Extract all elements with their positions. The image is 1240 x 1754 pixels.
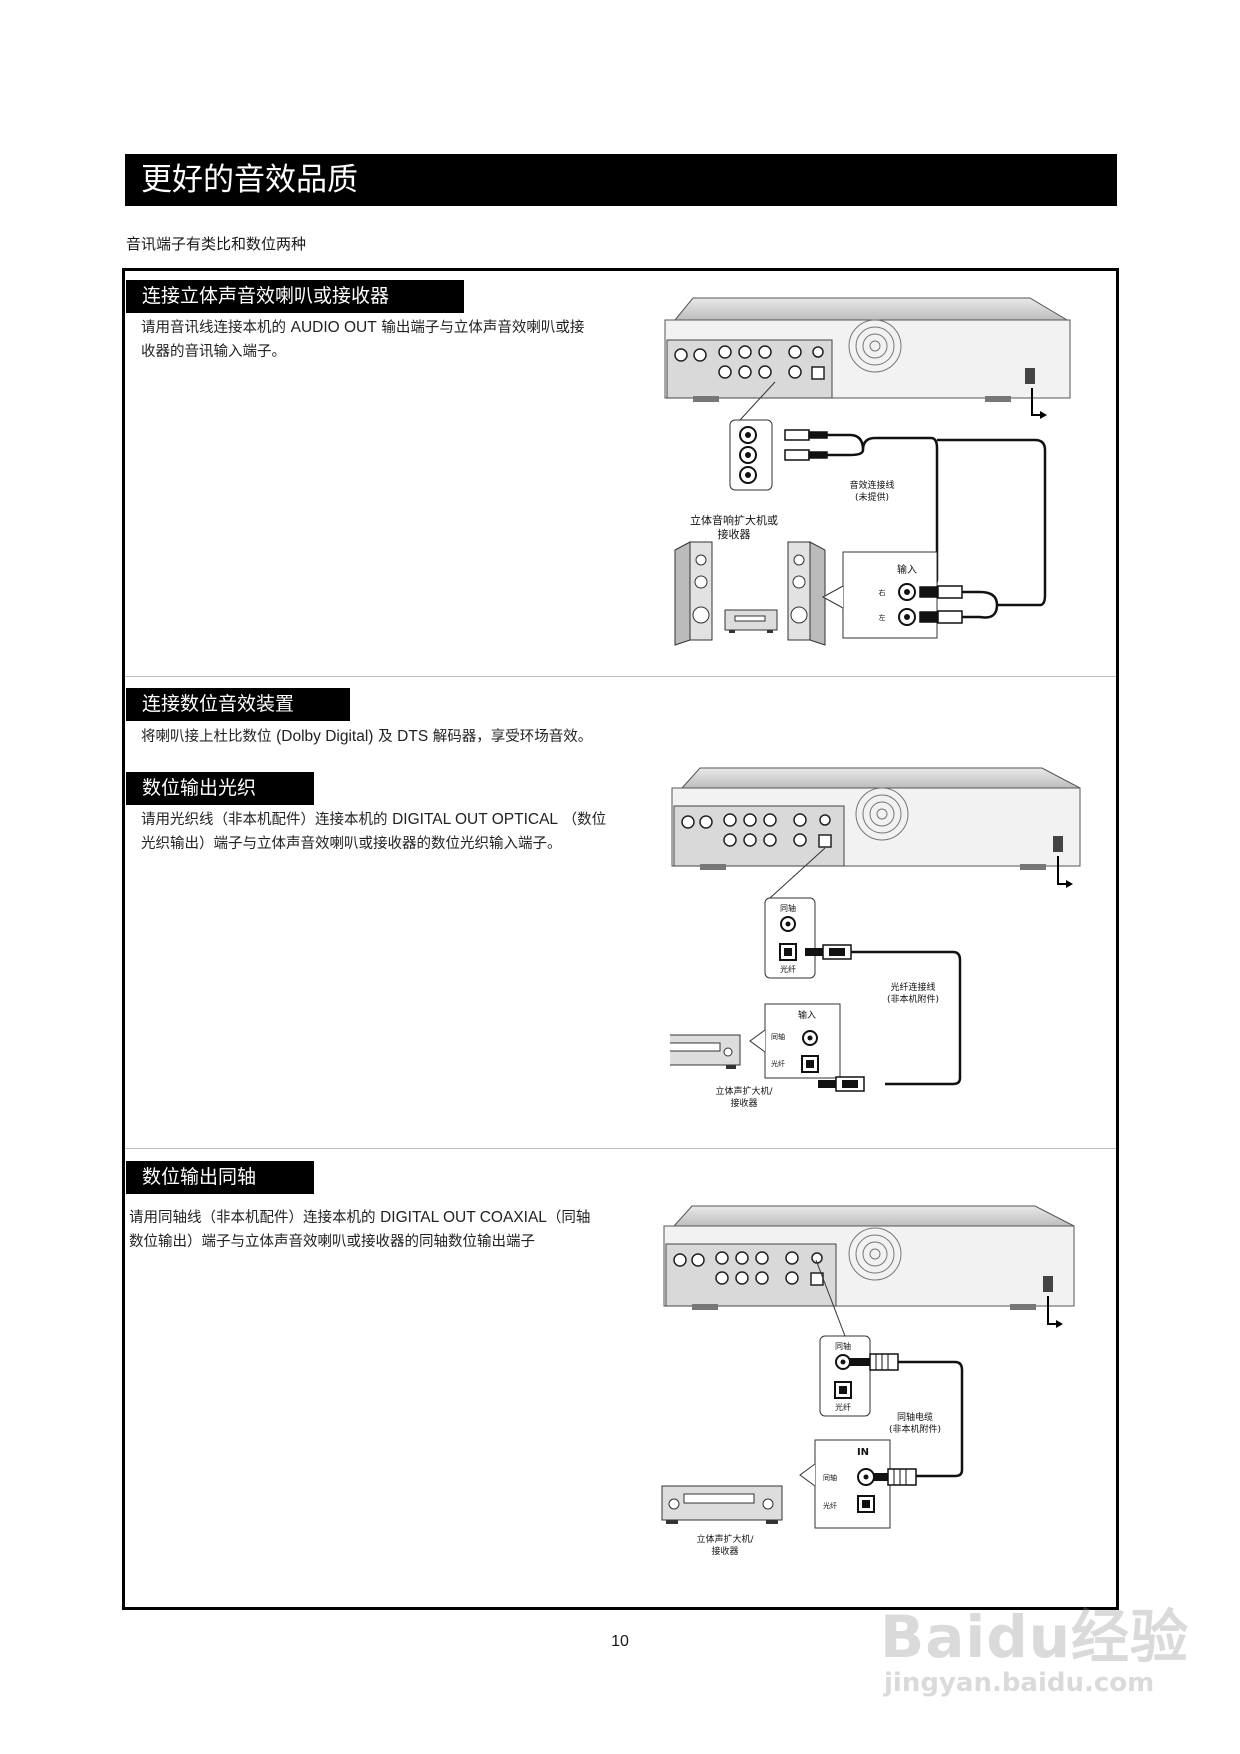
section-divider — [125, 676, 1116, 677]
svg-text:光纤: 光纤 — [771, 1059, 785, 1068]
svg-text:光纤: 光纤 — [823, 1501, 837, 1510]
coaxial-plug-icon — [874, 1468, 917, 1486]
intro-text: 音讯端子有类比和数位两种 — [126, 235, 307, 253]
coaxial-connection-diagram: 同轴 光纤 同轴电缆 (非本机附件) IN 同轴 光纤 立体声扩大机/ 接收器 — [661, 1205, 1075, 1557]
svg-text:输入: 输入 — [798, 1009, 816, 1021]
rca-plug-icon — [784, 429, 828, 461]
svg-text:同轴: 同轴 — [835, 1341, 851, 1351]
page-title: 更好的音效品质 — [125, 154, 1117, 206]
svg-text:输入: 输入 — [897, 563, 917, 576]
svg-text:(非本机附件): (非本机附件) — [887, 993, 939, 1005]
section-divider — [125, 1148, 1116, 1149]
optical-heading: 数位输出光织 — [126, 772, 314, 805]
optical-connection-diagram: 同轴 光纤 光纤连接线 (非本机附件) 输入 同轴 光纤 立体声扩大机/ 接收器 — [670, 767, 1081, 1109]
optical-plug-icon — [818, 1076, 865, 1092]
svg-text:同轴电缆: 同轴电缆 — [897, 1411, 933, 1423]
fan-grille-icon — [848, 319, 902, 373]
amplifier-icon — [670, 1034, 741, 1069]
coaxial-description: 请用同轴线（非本机配件）连接本机的 DIGITAL OUT COAXIAL（同轴… — [129, 1209, 591, 1250]
svg-text:音效连接线: 音效连接线 — [849, 479, 894, 491]
watermark-url: jingyan.baidu.com — [884, 1668, 1155, 1698]
coaxial-heading: 数位输出同轴 — [126, 1161, 314, 1194]
svg-text:立体声扩大机/: 立体声扩大机/ — [715, 1085, 773, 1097]
svg-text:立体声扩大机/: 立体声扩大机/ — [696, 1533, 754, 1545]
svg-text:接收器: 接收器 — [711, 1545, 738, 1557]
analog-description: 请用音讯线连接本机的 AUDIO OUT 输出端子与立体声音效喇叭或接 收器的音… — [141, 319, 585, 360]
dvd-player-rear-icon — [671, 767, 1081, 888]
svg-text:右: 右 — [879, 588, 886, 597]
fan-grille-icon — [848, 1227, 902, 1281]
fan-grille-icon — [855, 787, 909, 841]
svg-text:左: 左 — [879, 613, 886, 622]
page-number: 10 — [611, 1633, 629, 1650]
speaker-icon — [674, 541, 713, 646]
amplifier-icon — [661, 1485, 783, 1524]
analog-connection-diagram: 音效连接线 (未提供) 立体音响扩大机或 接收器 输入 右 左 — [664, 297, 1071, 646]
svg-text:(未提供): (未提供) — [855, 491, 889, 503]
analog-heading: 连接立体声音效喇叭或接收器 — [126, 280, 464, 313]
svg-text:立体音响扩大机或: 立体音响扩大机或 — [690, 513, 778, 527]
svg-text:(非本机附件): (非本机附件) — [889, 1423, 941, 1435]
digital-heading: 连接数位音效装置 — [126, 688, 350, 721]
dvd-player-rear-icon — [664, 297, 1071, 419]
speaker-icon — [787, 541, 826, 646]
optical-description: 请用光织线（非本机配件）连接本机的 DIGITAL OUT OPTICAL （数… — [141, 811, 607, 852]
svg-text:接收器: 接收器 — [730, 1097, 757, 1109]
svg-text:同轴: 同轴 — [780, 903, 796, 913]
svg-text:接收器: 接收器 — [718, 527, 751, 541]
rca-plug-icon — [919, 585, 963, 624]
svg-text:IN: IN — [857, 1447, 869, 1458]
svg-text:光纤: 光纤 — [780, 964, 796, 974]
dvd-player-rear-icon — [663, 1205, 1075, 1328]
svg-text:同轴: 同轴 — [771, 1032, 785, 1041]
watermark-brand: Baidu经验 — [880, 1603, 1190, 1671]
digital-description: 将喇叭接上杜比数位 (Dolby Digital) 及 DTS 解码器，享受环场… — [141, 728, 593, 745]
svg-text:光纤连接线: 光纤连接线 — [890, 981, 935, 993]
svg-text:同轴: 同轴 — [823, 1473, 837, 1482]
amplifier-icon — [724, 609, 778, 633]
svg-text:光纤: 光纤 — [835, 1402, 851, 1412]
content-frame — [122, 268, 1119, 1610]
